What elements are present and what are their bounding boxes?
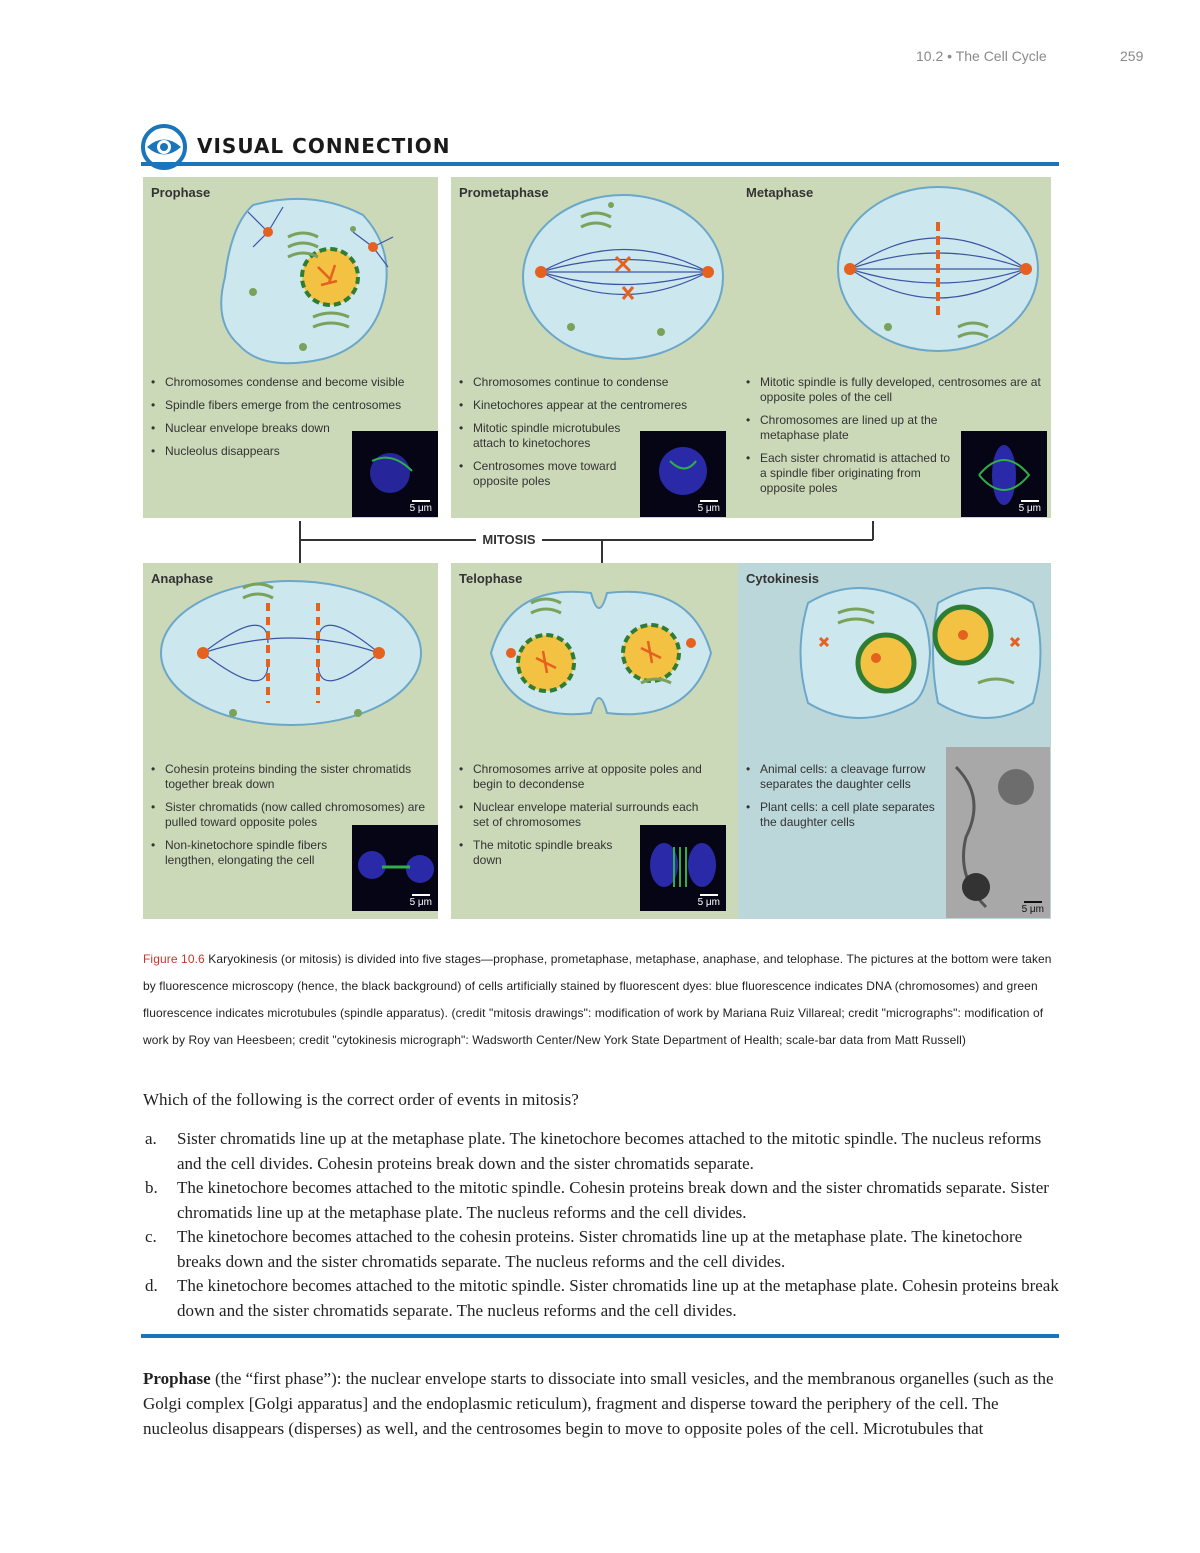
mitosis-bracket [143, 517, 1051, 563]
visual-connection-header: VISUAL CONNECTION [141, 124, 1059, 164]
answer-letter: a. [145, 1127, 157, 1152]
metaphase-micrograph: 5 μm [961, 431, 1047, 517]
prometaphase-cell-illustration [451, 177, 746, 377]
bullet-item: Chromosomes continue to condense [459, 375, 744, 390]
panel-title: Anaphase [151, 571, 213, 586]
telophase-cell-illustration [451, 563, 746, 763]
panel-title: Prophase [151, 185, 210, 200]
scale-bar: 5 μm [410, 500, 432, 514]
answer-option: a. Sister chromatids line up at the metap… [143, 1127, 1063, 1176]
scale-bar: 5 μm [698, 500, 720, 514]
answer-text: Sister chromatids line up at the metapha… [177, 1129, 1041, 1173]
scale-bar: 5 μm [1019, 500, 1041, 514]
prometaphase-micrograph: 5 μm [640, 431, 726, 517]
mitosis-label: MITOSIS [476, 532, 542, 547]
prophase-micrograph: 5 μm [352, 431, 438, 517]
section-rule [141, 1334, 1059, 1338]
answer-text: The kinetochore becomes attached to the … [177, 1178, 1049, 1222]
bullet-item: Non-kinetochore spindle fibers lengthen,… [151, 838, 345, 868]
body-text: (the “first phase”): the nuclear envelop… [143, 1369, 1054, 1438]
panel-prophase: Prophase Chromosomes condense and become… [143, 177, 438, 518]
figure-caption: Figure 10.6 Karyokinesis (or mitosis) is… [143, 946, 1055, 1054]
scale-bar: 5 μm [698, 894, 720, 908]
bullet-item: Animal cells: a cleavage furrow separate… [746, 762, 946, 792]
answer-letter: b. [145, 1176, 158, 1201]
panel-telophase: Telophase Chromosomes arrive at opposite… [451, 563, 746, 919]
bullet-item: The mitotic spindle breaks down [459, 838, 633, 868]
bullet-item: Cohesin proteins binding the sister chro… [151, 762, 430, 792]
panel-anaphase: Anaphase Cohesin proteins binding the si… [143, 563, 438, 919]
answer-option: b. The kinetochore becomes attached to th… [143, 1176, 1063, 1225]
bullet-item: Spindle fibers emerge from the centrosom… [151, 398, 436, 413]
scale-bar: 5 μm [410, 894, 432, 908]
telophase-micrograph: 5 μm [640, 825, 726, 911]
metaphase-cell-illustration [738, 177, 1051, 377]
body-paragraph: Prophase (the “first phase”): the nuclea… [143, 1366, 1063, 1441]
bullet-item: Each sister chromatid is attached to a s… [746, 451, 960, 496]
panel-metaphase: Metaphase Mitotic spindle is fully devel… [738, 177, 1051, 518]
visual-connection-title: VISUAL CONNECTION [197, 134, 450, 158]
answer-option: c. The kinetochore becomes attached to th… [143, 1225, 1063, 1274]
anaphase-cell-illustration [143, 563, 438, 763]
question-prompt: Which of the following is the correct or… [143, 1090, 579, 1110]
panel-title: Cytokinesis [746, 571, 819, 586]
bullet-item: Chromosomes condense and become visible [151, 375, 436, 390]
answer-option: d. The kinetochore becomes attached to th… [143, 1274, 1063, 1323]
bullet-item: Centrosomes move toward opposite poles [459, 459, 638, 489]
bullet-item: Chromosomes arrive at opposite poles and… [459, 762, 713, 792]
answer-text: The kinetochore becomes attached to the … [177, 1276, 1059, 1320]
cytokinesis-cell-illustration [738, 563, 1051, 763]
section-title: 10.2 • The Cell Cycle [916, 48, 1047, 64]
answer-list: a. Sister chromatids line up at the metap… [143, 1127, 1063, 1323]
anaphase-micrograph: 5 μm [352, 825, 438, 911]
panel-prometaphase: Prometaphase Chromosomes continue to con… [451, 177, 746, 518]
answer-letter: d. [145, 1274, 158, 1299]
answer-letter: c. [145, 1225, 157, 1250]
bullet-item: Mitotic spindle microtubules attach to k… [459, 421, 638, 451]
figure-reference: Figure 10.6 [143, 952, 205, 966]
panel-title: Prometaphase [459, 185, 549, 200]
prophase-cell-illustration [143, 177, 438, 377]
caption-text: Karyokinesis (or mitosis) is divided int… [143, 952, 1052, 1047]
scale-bar: 5 μm [1022, 901, 1044, 915]
body-term: Prophase [143, 1369, 211, 1388]
bullet-item: Kinetochores appear at the centromeres [459, 398, 744, 413]
bullet-item: Chromosomes are lined up at the metaphas… [746, 413, 960, 443]
header-rule [141, 162, 1059, 166]
page-number: 259 [1120, 48, 1143, 64]
panel-title: Telophase [459, 571, 522, 586]
panel-cytokinesis: Cytokinesis Animal cells: a cleavage fur… [738, 563, 1051, 919]
cytokinesis-micrograph: 5 μm [946, 747, 1050, 918]
bullet-item: Mitotic spindle is fully developed, cent… [746, 375, 1046, 405]
bullet-item: Plant cells: a cell plate separates the … [746, 800, 946, 830]
cytokinesis-bullets: Animal cells: a cleavage furrow separate… [746, 762, 946, 838]
answer-text: The kinetochore becomes attached to the … [177, 1227, 1022, 1271]
panel-title: Metaphase [746, 185, 813, 200]
